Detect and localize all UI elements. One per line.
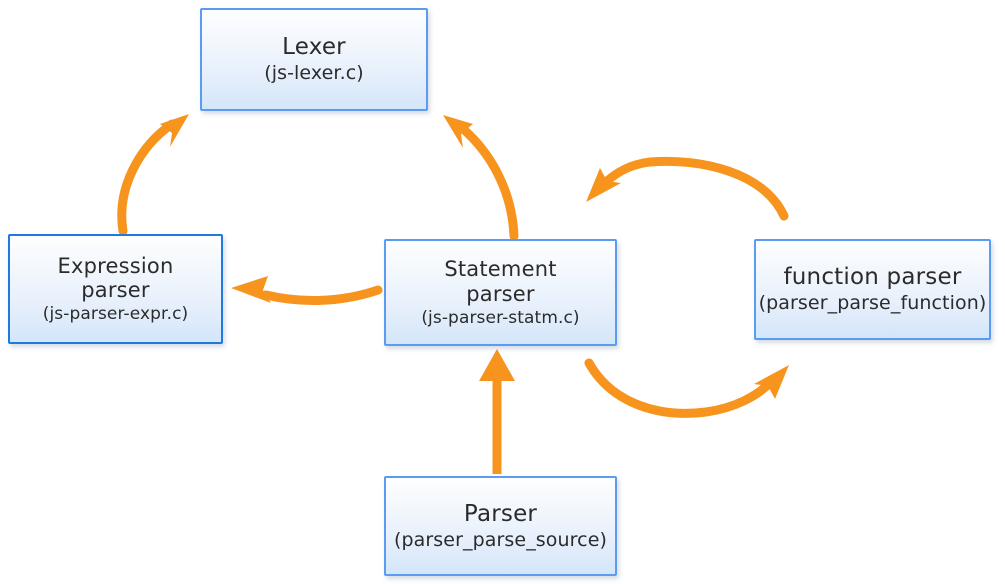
node-expression-parser-title: Expression parser (57, 253, 174, 303)
node-function-parser-title: function parser (783, 264, 962, 291)
node-parser-subtitle: (parser_parse_source) (393, 528, 608, 551)
node-lexer-subtitle: (js-lexer.c) (264, 62, 364, 85)
node-expression-parser[interactable]: Expression parser (js-parser-expr.c) (8, 234, 223, 344)
node-lexer[interactable]: Lexer (js-lexer.c) (200, 8, 428, 111)
edge-statement-to-expression (231, 276, 383, 305)
node-lexer-title: Lexer (282, 34, 346, 61)
edge-statement-to-function (584, 358, 789, 418)
edge-expression-to-lexer (117, 114, 189, 236)
node-function-parser-subtitle: (parser_parse_function) (758, 292, 987, 315)
edge-statement-to-lexer (443, 115, 519, 241)
node-parser-title: Parser (463, 500, 538, 527)
node-parser[interactable]: Parser (parser_parse_source) (384, 476, 617, 576)
node-expression-parser-subtitle: (js-parser-expr.c) (42, 304, 189, 325)
node-statement-parser-subtitle: (js-parser-statm.c) (421, 307, 580, 328)
node-statement-parser-title: Statement parser (444, 257, 557, 306)
edge-function-to-statement (586, 156, 789, 221)
edge-parser-to-statement (479, 349, 515, 474)
node-function-parser[interactable]: function parser (parser_parse_function) (754, 239, 991, 340)
node-statement-parser[interactable]: Statement parser (js-parser-statm.c) (384, 239, 617, 346)
